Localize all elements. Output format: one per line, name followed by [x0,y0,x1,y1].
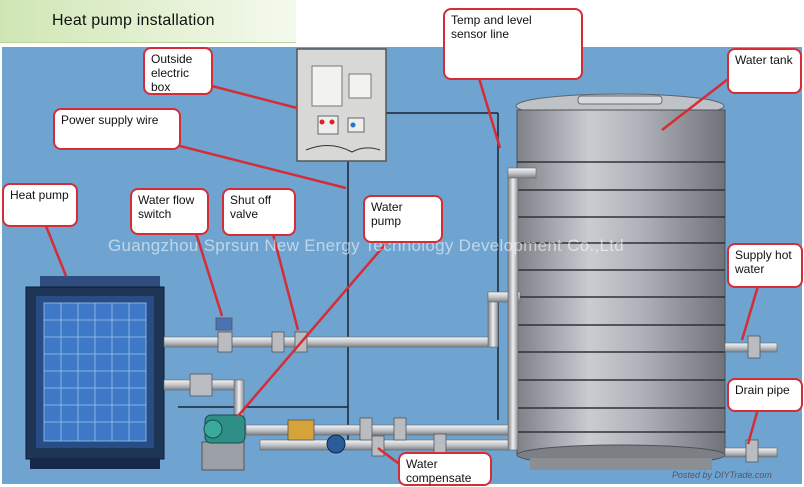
hot-pipe [163,336,495,348]
compensate-line [259,439,519,451]
wires [178,112,499,440]
credit-text: Posted by DIYTrade.com [672,470,772,480]
water-tank-label: Water tank [727,48,802,94]
water-flow-switch-label: Water flow switch [130,188,209,235]
pump-line [245,424,517,436]
valves [189,317,761,463]
watermark-text: Guangzhou Sprsun New Energy Technology D… [108,236,625,255]
electric-box [296,48,387,162]
flow-switch-head [215,317,233,331]
temp-sensor-label: Temp and level sensor line [443,8,583,80]
shut-off-valve-label: Shut off valve [222,188,296,236]
heat-pump-label: Heat pump [2,183,78,227]
page-title: Heat pump installation [52,12,215,29]
water-compensate-label: Water compensate [398,452,492,486]
callout-pointers [44,75,762,467]
flow-switch-body [217,331,233,353]
water-pump-label: Water pump [363,195,443,243]
power-supply-wire-label: Power supply wire [53,108,181,150]
water-pump [201,414,346,471]
outside-electric-box-label: Outside electric box [143,47,213,95]
water-tank [515,93,726,470]
title-bar: Heat pump installation [0,0,296,43]
supply-hot-water-label: Supply hot water [727,243,803,288]
heat-pump-unit [25,276,165,469]
drain-pipe-label: Drain pipe [727,378,803,412]
